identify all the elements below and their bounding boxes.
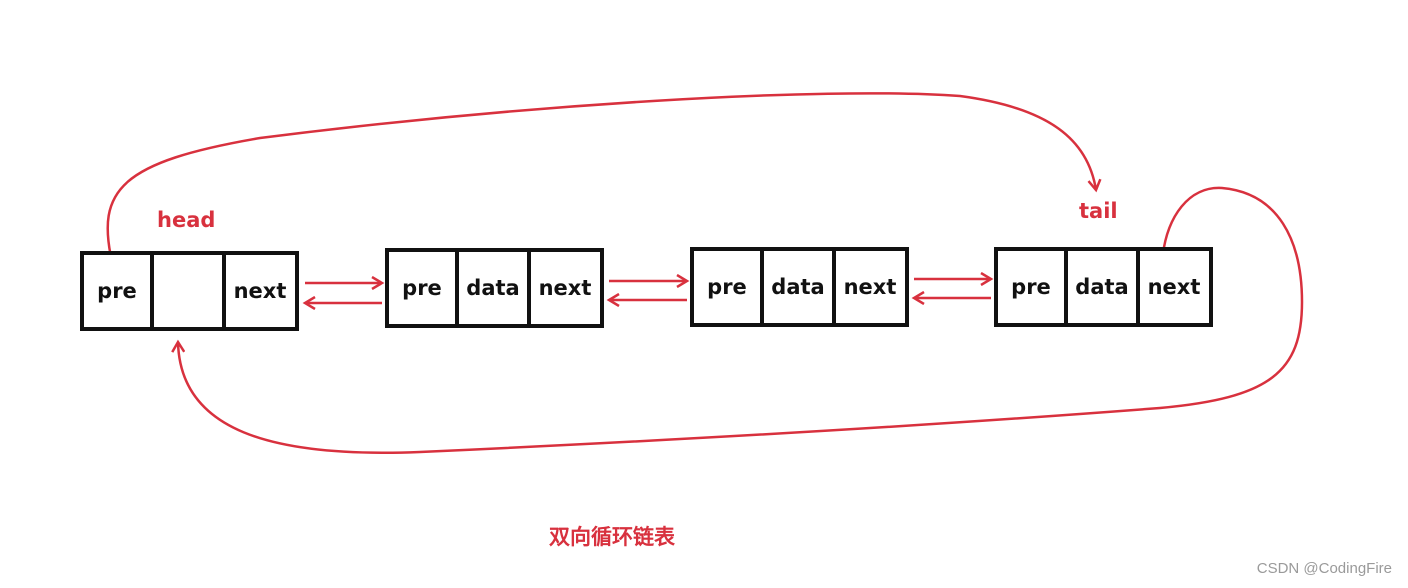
tail-next-to-head-arrow <box>178 186 1304 454</box>
watermark: CSDN @CodingFire <box>1256 560 1392 577</box>
node-next-field: next <box>222 255 294 327</box>
node-pre-field: pre <box>97 279 137 303</box>
list-node-tail: pre data next <box>994 247 1213 327</box>
diagram-title: 双向循环链表 <box>549 525 675 549</box>
node-pre-field: pre <box>1011 275 1051 299</box>
node-next-field: next <box>1136 251 1208 323</box>
node-pre-field: pre <box>402 276 442 300</box>
node-next-field: next <box>832 251 904 323</box>
node-data-field <box>150 255 222 327</box>
node-data-field: data <box>1064 251 1136 323</box>
node-next-field: next <box>527 252 599 324</box>
list-node-head: pre next <box>80 251 299 331</box>
list-node-3: pre data next <box>690 247 909 327</box>
list-node-2: pre data next <box>385 248 604 328</box>
tail-label: tail <box>1079 199 1118 223</box>
node-data-field: data <box>760 251 832 323</box>
head-pre-to-tail-arrow <box>106 92 1096 263</box>
node-data-field: data <box>455 252 527 324</box>
node-pre-field: pre <box>707 275 747 299</box>
head-label: head <box>157 208 216 232</box>
